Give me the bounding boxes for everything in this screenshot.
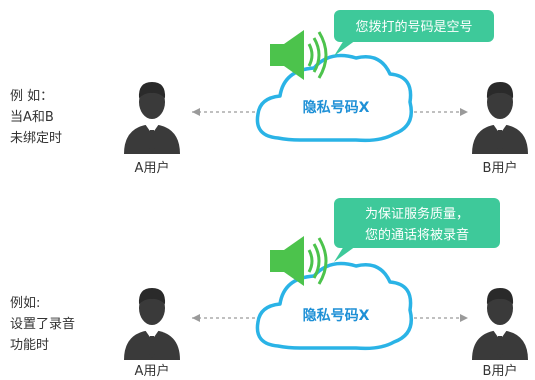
user-a-icon bbox=[124, 82, 180, 154]
cloud-shape bbox=[255, 53, 413, 143]
user-a-label: A用户 bbox=[135, 363, 170, 379]
scene-2: 例如: 设置了录音 功能时 A用户 B用户 bbox=[10, 198, 528, 379]
user-b-icon bbox=[472, 288, 528, 360]
speech-bubble: 为保证服务质量， 您的通话将被录音 bbox=[334, 198, 500, 262]
bubble-text: 您拨打的号码是空号 bbox=[355, 19, 472, 35]
note-line: 功能时 bbox=[10, 338, 49, 353]
cloud-label: 隐私号码X bbox=[303, 99, 370, 116]
speech-bubble: 您拨打的号码是空号 bbox=[334, 10, 494, 56]
note-line: 当A和B bbox=[10, 110, 54, 125]
speaker-icon bbox=[270, 236, 328, 286]
scene-1: 例 如： 当A和B 未绑定时 A用户 B用户 bbox=[10, 10, 528, 176]
bubble-text: 为保证服务质量， bbox=[365, 206, 469, 222]
user-a-icon bbox=[124, 288, 180, 360]
right-dashed-arrow bbox=[408, 108, 468, 116]
left-dashed-arrow bbox=[192, 108, 262, 116]
note-line: 未绑定时 bbox=[10, 131, 62, 146]
speaker-icon bbox=[270, 30, 328, 80]
note-line: 设置了录音 bbox=[10, 316, 75, 332]
cloud-label: 隐私号码X bbox=[303, 307, 370, 324]
note-line: 例如: bbox=[10, 295, 40, 311]
bubble-text: 您的通话将被录音 bbox=[365, 227, 469, 243]
left-dashed-arrow bbox=[192, 314, 262, 322]
user-b-label: B用户 bbox=[483, 160, 518, 176]
user-b-icon bbox=[472, 82, 528, 154]
scene-1-note: 例 如： 当A和B 未绑定时 bbox=[10, 88, 62, 146]
user-b-label: B用户 bbox=[483, 363, 518, 379]
user-a-label: A用户 bbox=[135, 160, 170, 176]
scene-2-note: 例如: 设置了录音 功能时 bbox=[10, 295, 75, 353]
note-line: 例 如： bbox=[10, 88, 53, 104]
right-dashed-arrow bbox=[408, 314, 468, 322]
cloud-shape bbox=[255, 261, 413, 351]
